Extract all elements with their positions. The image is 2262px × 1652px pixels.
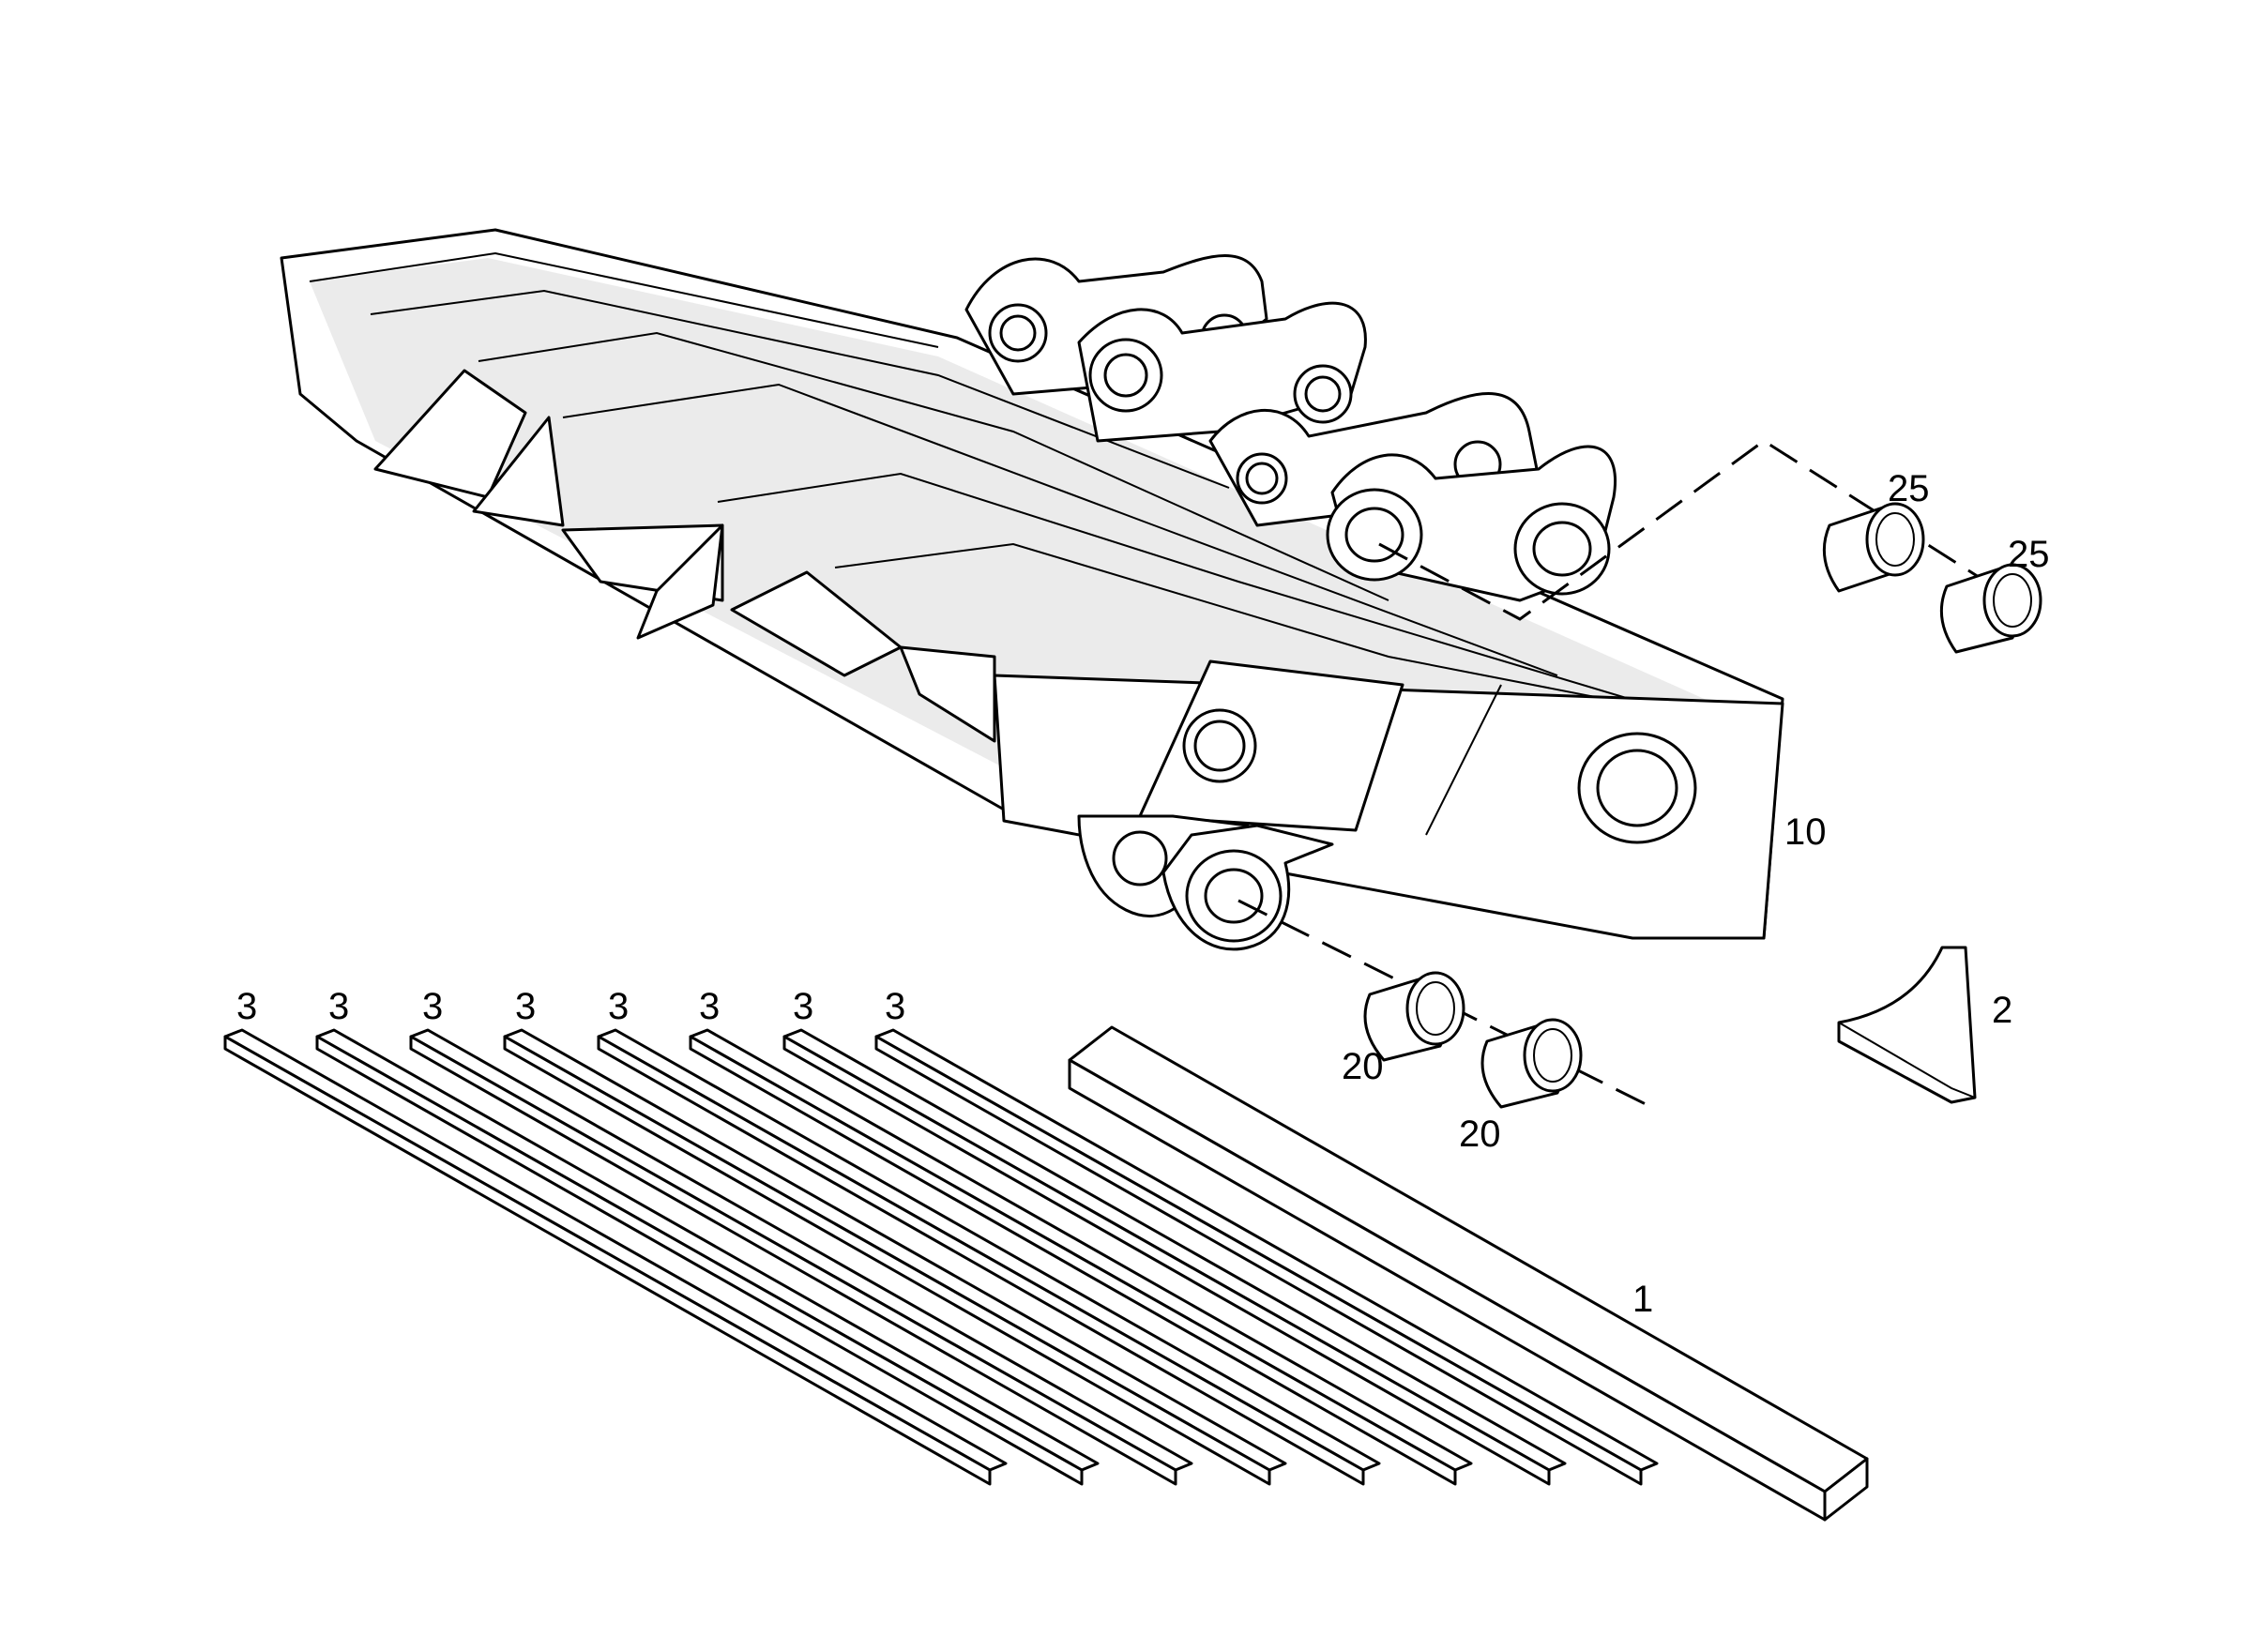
callout-bar-3-g: 3 bbox=[793, 986, 813, 1027]
callout-bar-3-d: 3 bbox=[515, 986, 536, 1027]
bushing-20-b bbox=[1480, 1018, 1583, 1109]
callout-bar-3-b: 3 bbox=[328, 986, 349, 1027]
bushing-25-b bbox=[1939, 563, 2042, 654]
bar-3-h bbox=[874, 1028, 1659, 1486]
callout-bar-3-f: 3 bbox=[699, 986, 720, 1027]
bar-3-c bbox=[409, 1028, 1193, 1486]
callout-side-cutter: 2 bbox=[1992, 990, 2012, 1031]
bar-3-a bbox=[223, 1028, 1008, 1486]
callout-bushing-25-b: 25 bbox=[2008, 534, 2050, 575]
centerline-lower bbox=[1237, 899, 1652, 1109]
callout-bar-3-c: 3 bbox=[422, 986, 443, 1027]
callout-bar-3-a: 3 bbox=[236, 986, 257, 1027]
callout-bushing-20-b: 20 bbox=[1459, 1114, 1501, 1155]
bushing-25-a bbox=[1822, 502, 1925, 593]
side-cutter bbox=[1837, 946, 1977, 1104]
wear-strip bbox=[1068, 1025, 1869, 1522]
bar-3-b bbox=[315, 1028, 1100, 1486]
bar-3-g bbox=[782, 1028, 1567, 1486]
bar-3-f bbox=[689, 1028, 1473, 1486]
bucket-body bbox=[280, 228, 1784, 951]
callout-bushing-20-a: 20 bbox=[1342, 1046, 1384, 1087]
callout-wear-strip: 1 bbox=[1632, 1279, 1653, 1320]
bushing-20-a bbox=[1363, 971, 1465, 1062]
bar-3-e bbox=[597, 1028, 1381, 1486]
callout-bushing-25-a: 25 bbox=[1888, 468, 1930, 509]
callout-bucket-body: 10 bbox=[1784, 811, 1827, 853]
callout-bar-3-h: 3 bbox=[885, 986, 905, 1027]
callout-bar-3-e: 3 bbox=[608, 986, 629, 1027]
bar-3-d bbox=[503, 1028, 1287, 1486]
